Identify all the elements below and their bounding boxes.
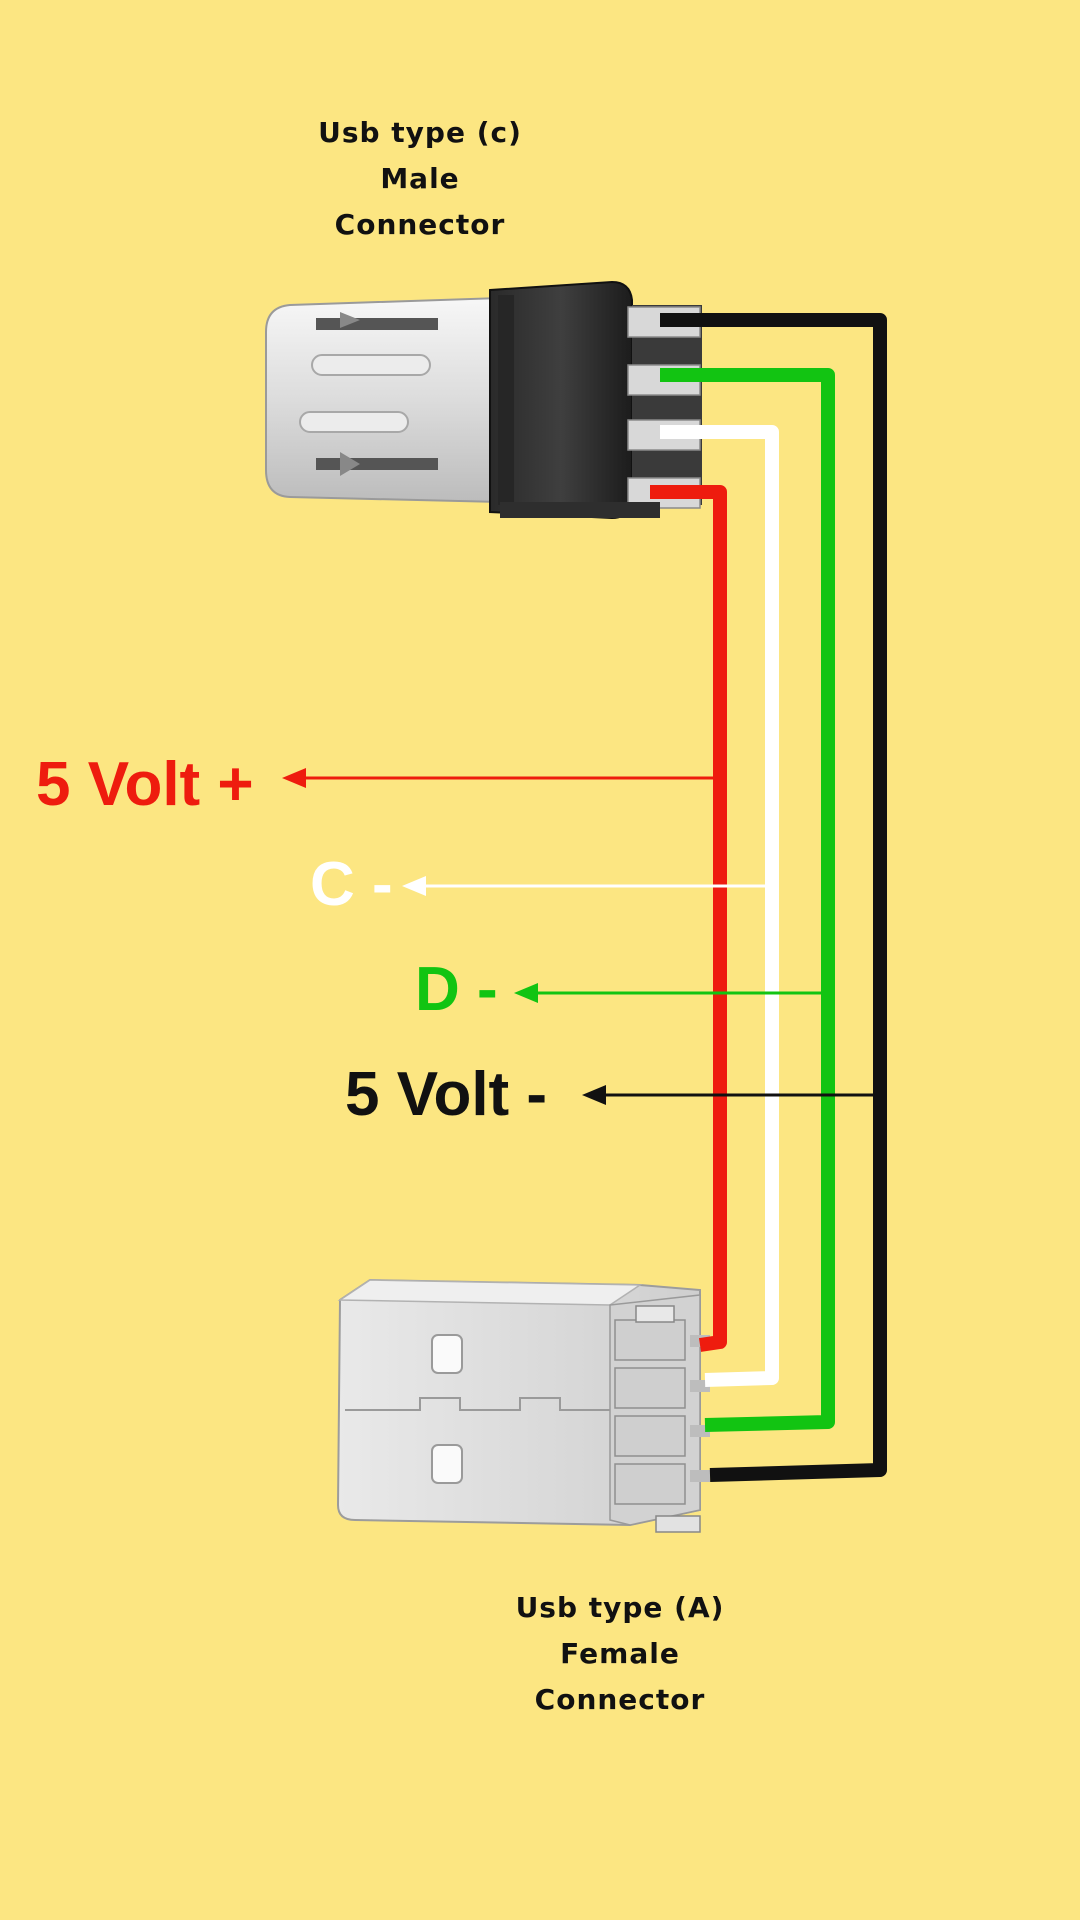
wires xyxy=(650,313,887,1482)
label-5-volt-plus: 5 Volt + xyxy=(36,750,254,819)
black-wire-arrowhead xyxy=(582,1085,606,1105)
label-c-minus: C - xyxy=(310,850,393,919)
white-wire-arrowhead xyxy=(402,876,426,896)
usb-c-male-caption: Usb type (c) Male Connector xyxy=(270,110,570,248)
white-wire xyxy=(660,425,779,1387)
caption-line: Female xyxy=(560,1637,680,1670)
usb-a-female-connector xyxy=(336,1278,710,1533)
green-wire xyxy=(660,368,835,1432)
caption-line: Connector xyxy=(534,1683,706,1716)
usb-c-male-connector xyxy=(265,280,702,520)
red-wire-arrowhead xyxy=(282,768,306,788)
label-5-volt-minus: 5 Volt - xyxy=(345,1060,548,1129)
label-arrows xyxy=(282,768,876,1105)
green-wire-arrowhead xyxy=(514,983,538,1003)
caption-line: Connector xyxy=(334,208,506,241)
red-wire xyxy=(650,485,727,1352)
caption-line: Usb type (A) xyxy=(515,1591,725,1624)
usb-a-female-caption: Usb type (A) Female Connector xyxy=(470,1585,770,1723)
caption-line: Usb type (c) xyxy=(318,116,522,149)
caption-line: Male xyxy=(380,162,460,195)
black-wire xyxy=(660,313,887,1482)
label-d-minus: D - xyxy=(415,955,498,1024)
